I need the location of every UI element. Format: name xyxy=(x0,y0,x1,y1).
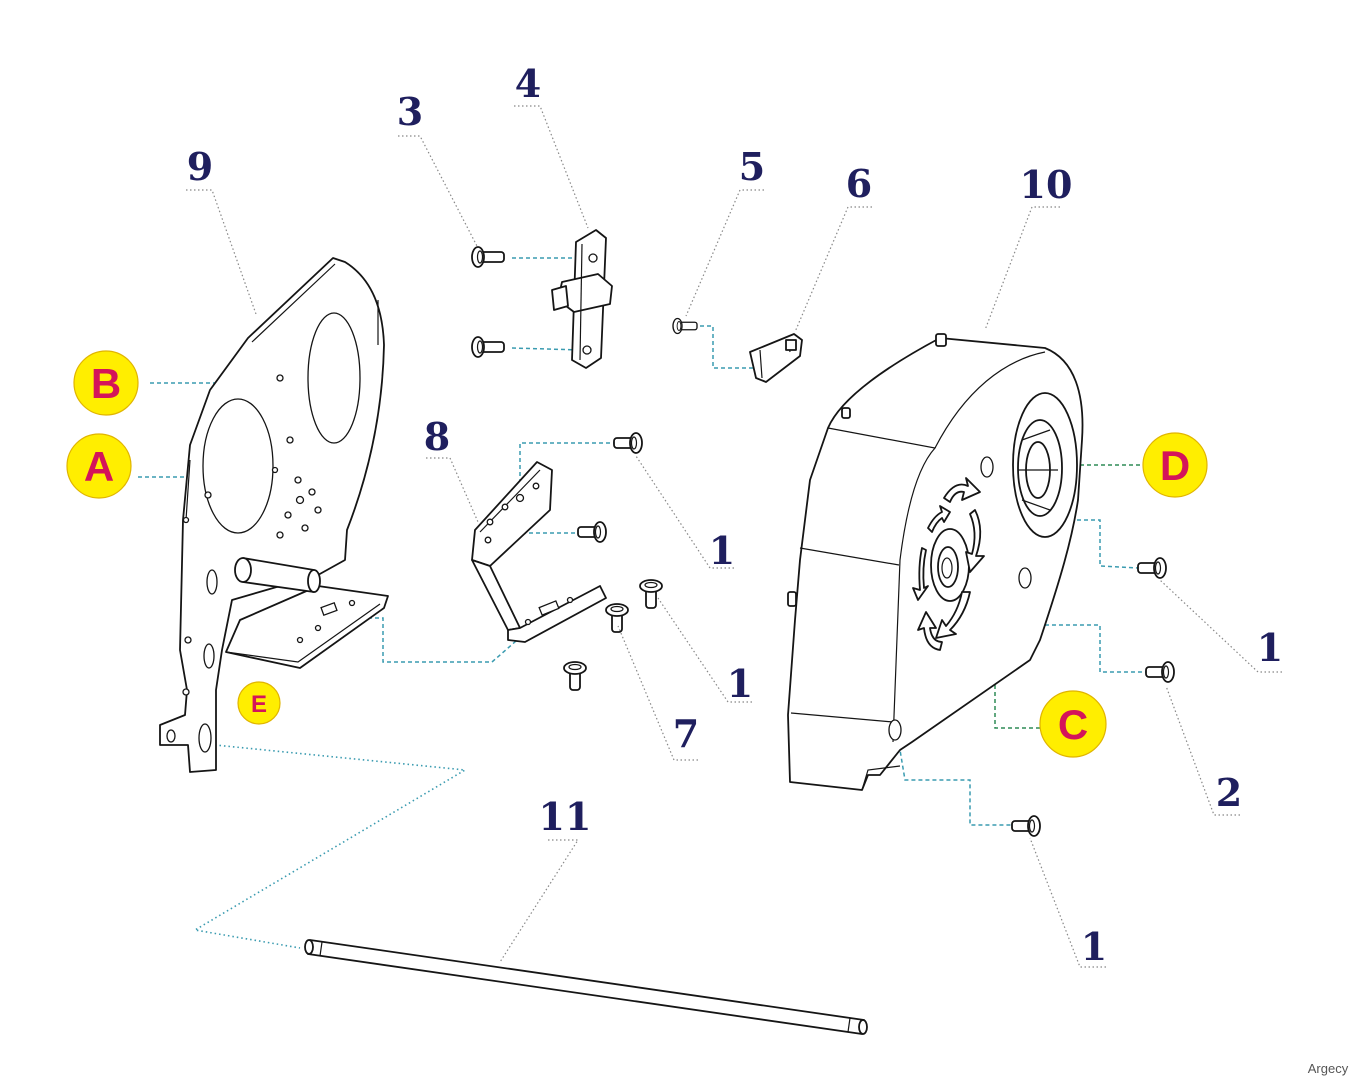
leader-6 xyxy=(794,206,872,333)
connector-screw3-bottom xyxy=(511,347,583,351)
part-11-shaft xyxy=(304,939,868,1035)
leader-1d xyxy=(1029,837,1106,968)
connector-right-screw-3 xyxy=(897,737,1012,826)
callout-11: 11 xyxy=(539,794,592,839)
leader-8 xyxy=(426,457,479,523)
leader-5 xyxy=(685,189,764,317)
reference-markers: B A D E C xyxy=(66,350,1208,758)
part-callouts: 3 4 5 6 9 10 8 1 1 7 1 2 1 11 xyxy=(187,61,1283,969)
marker-e-label: E xyxy=(251,691,267,718)
part-10-housing xyxy=(787,333,1084,791)
callout-3: 3 xyxy=(397,89,423,134)
part-2-screw xyxy=(1145,661,1175,683)
callout-7: 7 xyxy=(673,711,699,756)
callout-8: 8 xyxy=(424,414,450,459)
part-1-screw-vertical xyxy=(639,579,663,609)
marker-b: B xyxy=(73,350,139,416)
callout-1a: 1 xyxy=(709,528,735,573)
leader-1b xyxy=(657,597,752,703)
part-3-screw-top xyxy=(471,246,505,268)
part-screw-lower xyxy=(563,661,587,691)
part-1-screw-bottom xyxy=(1011,815,1041,837)
leader-10 xyxy=(984,206,1060,331)
marker-c-label: C xyxy=(1058,701,1088,748)
leader-9 xyxy=(186,189,257,315)
connector-screw5 xyxy=(693,325,760,369)
part-8-bent-bracket xyxy=(471,461,607,643)
part-9-side-plate xyxy=(159,257,389,773)
callout-5: 5 xyxy=(739,144,765,189)
part-1-screw-upper xyxy=(613,432,643,454)
marker-a: A xyxy=(66,433,132,499)
leader-7 xyxy=(617,625,698,761)
part-5-screw xyxy=(672,317,698,335)
callout-1b: 1 xyxy=(727,661,753,706)
part-7-screw xyxy=(605,603,629,633)
callout-1c: 1 xyxy=(1257,625,1283,670)
marker-d-label: D xyxy=(1160,442,1190,489)
callout-10: 10 xyxy=(1020,162,1073,207)
leader-2 xyxy=(1165,685,1240,816)
leader-1c xyxy=(1159,579,1282,673)
part-1-screw-middle xyxy=(577,521,607,543)
leader-1a xyxy=(635,455,734,569)
part-1-screw-right xyxy=(1137,557,1167,579)
marker-a-label: A xyxy=(84,443,114,490)
callout-9: 9 xyxy=(187,144,213,189)
leader-3 xyxy=(398,135,479,249)
marker-e: E xyxy=(237,681,281,725)
part-4-latch-bracket xyxy=(551,229,613,369)
marker-b-label: B xyxy=(91,360,121,407)
callout-4: 4 xyxy=(515,61,541,106)
leader-lines xyxy=(186,105,1282,968)
connector-e xyxy=(192,744,468,949)
connector-screw1-upper xyxy=(519,442,617,492)
leader-4 xyxy=(514,105,589,229)
part-3-screw-bottom xyxy=(471,336,505,358)
callout-6: 6 xyxy=(846,161,872,206)
callout-1d: 1 xyxy=(1081,924,1107,969)
marker-c: C xyxy=(1039,690,1107,758)
part-6-clip xyxy=(749,333,803,383)
marker-d: D xyxy=(1142,432,1208,498)
callout-2: 2 xyxy=(1216,770,1242,815)
watermark: Argecy xyxy=(1308,1061,1349,1076)
leader-11 xyxy=(499,839,580,963)
